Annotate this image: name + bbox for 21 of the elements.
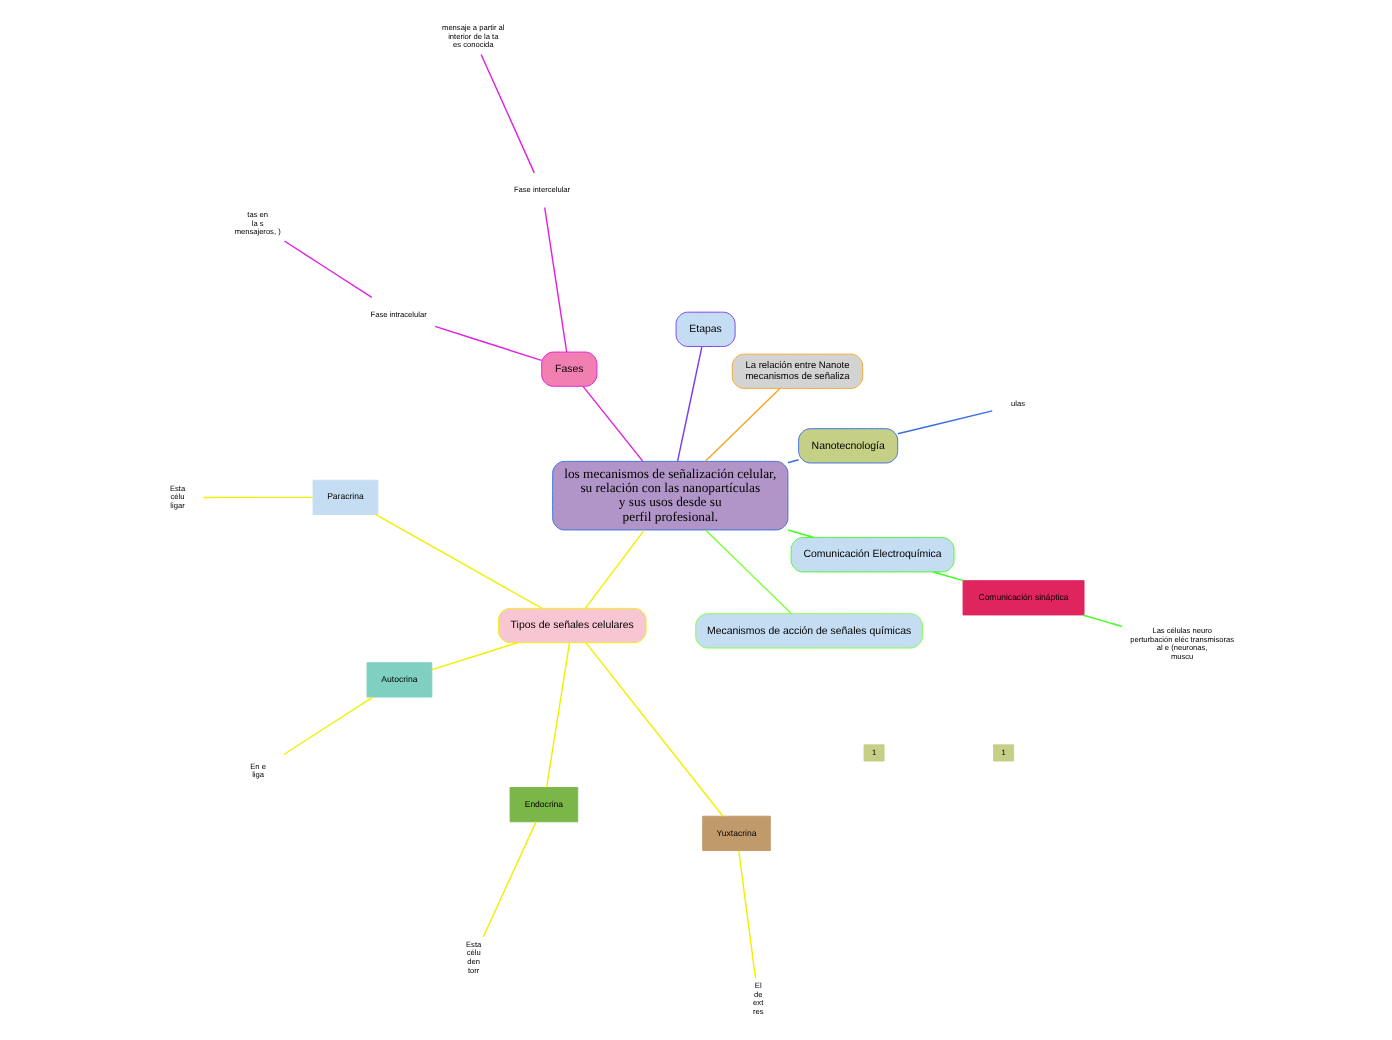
connector bbox=[544, 642, 570, 788]
connector bbox=[786, 529, 814, 539]
connector bbox=[481, 821, 536, 938]
connector bbox=[430, 642, 518, 671]
connector bbox=[282, 696, 373, 756]
connector bbox=[433, 325, 542, 362]
connector bbox=[479, 53, 534, 174]
connector bbox=[581, 385, 643, 462]
connector bbox=[374, 513, 542, 609]
connector bbox=[703, 529, 791, 615]
connector bbox=[896, 410, 992, 435]
connector bbox=[583, 529, 644, 609]
connector bbox=[542, 206, 567, 353]
connector bbox=[703, 387, 780, 463]
connector bbox=[201, 496, 313, 499]
connector bbox=[737, 850, 756, 979]
connector bbox=[931, 571, 963, 582]
connector bbox=[282, 240, 372, 299]
connector bbox=[1080, 614, 1122, 628]
connector bbox=[584, 642, 723, 817]
connector bbox=[675, 346, 702, 462]
